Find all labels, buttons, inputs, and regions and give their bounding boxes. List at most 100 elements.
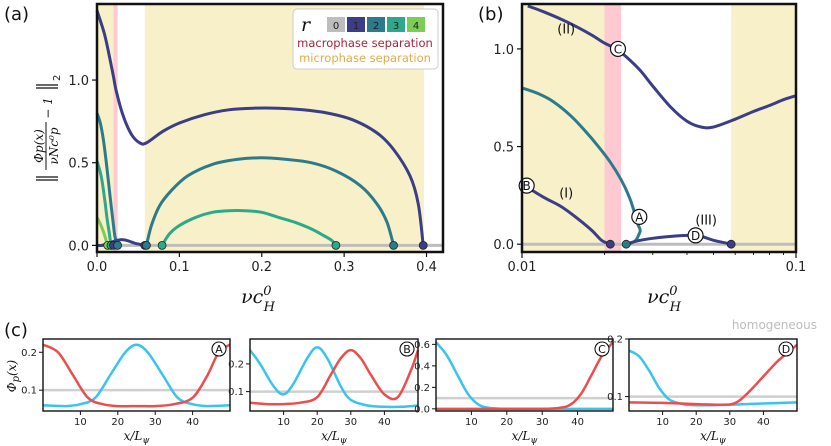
critical-point-7 (331, 240, 341, 250)
y-tick-label-1: 0.2 (607, 335, 623, 346)
axes-frame (42, 338, 231, 412)
panel-label-c: (c) (4, 320, 28, 341)
legend-swatch-label-3: 3 (393, 21, 399, 32)
critical-point-8 (389, 240, 398, 250)
x-tick-label-4: 0.4 (416, 260, 437, 275)
x-tick-label-1: 0.1 (169, 260, 190, 275)
panel-label-b: (b) (478, 4, 503, 25)
marker-A-letter: A (215, 343, 223, 356)
series-r2-2 (144, 156, 396, 246)
x-tick-label-0: 10 (277, 417, 290, 428)
y-label-denominator: νNc⁰p (47, 127, 61, 164)
micro-region-1 (731, 4, 796, 252)
y-tick-label-0: 0.0 (68, 239, 89, 254)
y-tick-label-1: 0.5 (493, 141, 514, 156)
x-tick-label-3: 40 (186, 417, 199, 428)
x-tick-label-0: 10 (465, 417, 478, 428)
x-tick-label-0: 10 (656, 417, 669, 428)
marker-B-letter: B (403, 343, 411, 356)
legend-swatch-0 (327, 17, 345, 32)
x-tick-label-3: 0.3 (334, 260, 355, 275)
y-tick-label-1: 0.5 (68, 157, 89, 172)
profile-red (436, 341, 614, 411)
series-r1-3 (625, 233, 732, 246)
y-tick-label-0: 0.1 (21, 386, 37, 397)
profile-cyan (42, 343, 231, 408)
micro-region-0 (522, 4, 605, 252)
x-tick-label-2: 30 (344, 417, 357, 428)
marker-D-circle (778, 341, 794, 357)
y-label-subscript: 2 (52, 75, 63, 81)
legend-swatch-1 (347, 17, 365, 32)
panel-label-a: (a) (4, 4, 29, 25)
series-r1-0 (95, 10, 425, 246)
y-tick-label-2: 1.0 (68, 74, 89, 89)
y-label-minus-one: − 1 (41, 97, 55, 119)
legend-swatch-3 (387, 17, 405, 32)
marker-C-circle (594, 341, 610, 357)
x-tick-label-1: 20 (500, 417, 513, 428)
x-tick-label-1: 20 (690, 417, 703, 428)
homogeneous-legend-label: homogeneous (732, 318, 817, 332)
y-tick-label-0: 0.0 (493, 238, 514, 253)
critical-point-2 (726, 239, 736, 249)
series-r1-2 (527, 186, 611, 246)
x-axis-label: x/Lψ (700, 429, 727, 446)
axes-frame (520, 2, 798, 254)
x-tick-label-2: 30 (723, 417, 736, 428)
y-tick-label-0: 0.1 (228, 387, 244, 398)
x-tick-label-1: 20 (311, 417, 324, 428)
series-r3-3 (95, 160, 113, 246)
x-axis-label: x/Lψ (321, 429, 348, 446)
x-tick-label-2: 30 (149, 417, 162, 428)
marker-A-circle (631, 208, 648, 225)
legend-swatch-2 (367, 17, 385, 32)
y-tick-label-3: 0.6 (414, 340, 430, 351)
legend-macro-label: macrophase separation (297, 36, 433, 50)
x-tick-label-0: 0.01 (508, 260, 537, 275)
axes-frame (435, 338, 614, 412)
x-tick-label-0: 0.0 (87, 260, 108, 275)
y-tick-label-2: 0.4 (414, 361, 430, 372)
legend-micro-label: microphase separation (299, 51, 431, 65)
legend-swatch-label-2: 2 (373, 21, 379, 32)
critical-point-1 (621, 239, 631, 249)
legend-swatch-label-0: 0 (333, 21, 339, 32)
y-axis-label: Φp(x) (5, 359, 22, 392)
marker-A-circle (211, 341, 227, 357)
legend-symbol: r (301, 14, 312, 36)
marker-B-letter: B (523, 179, 531, 193)
critical-point-6 (157, 240, 167, 250)
profile-red (42, 343, 231, 408)
axes-frame (95, 2, 445, 254)
y-label-numerator: Φp(x) (32, 129, 46, 163)
profile-cyan (248, 346, 419, 409)
x-tick-label-2: 30 (536, 417, 549, 428)
axes-frame (628, 338, 798, 412)
x-tick-label-3: 40 (571, 417, 584, 428)
critical-point-9 (418, 240, 428, 250)
branch-label-0: (I) (559, 186, 573, 201)
critical-point-3 (113, 240, 122, 250)
branch-label-2: (III) (695, 214, 717, 229)
macro-region (113, 4, 118, 252)
y-axis-label: Φp(x)νNc⁰p − 1 2 (32, 75, 63, 181)
y-tick-label-2: 1.0 (493, 43, 514, 58)
y-tick-label-1: 0.2 (414, 383, 430, 394)
critical-point-5 (142, 240, 151, 250)
macro-region (604, 4, 622, 252)
y-tick-label-1: 0.2 (21, 348, 37, 359)
x-axis-label: x/Lψ (512, 429, 539, 446)
marker-C-letter: C (598, 343, 606, 356)
x-tick-label-1: 0.1 (786, 260, 807, 275)
marker-A-letter: A (635, 210, 644, 224)
